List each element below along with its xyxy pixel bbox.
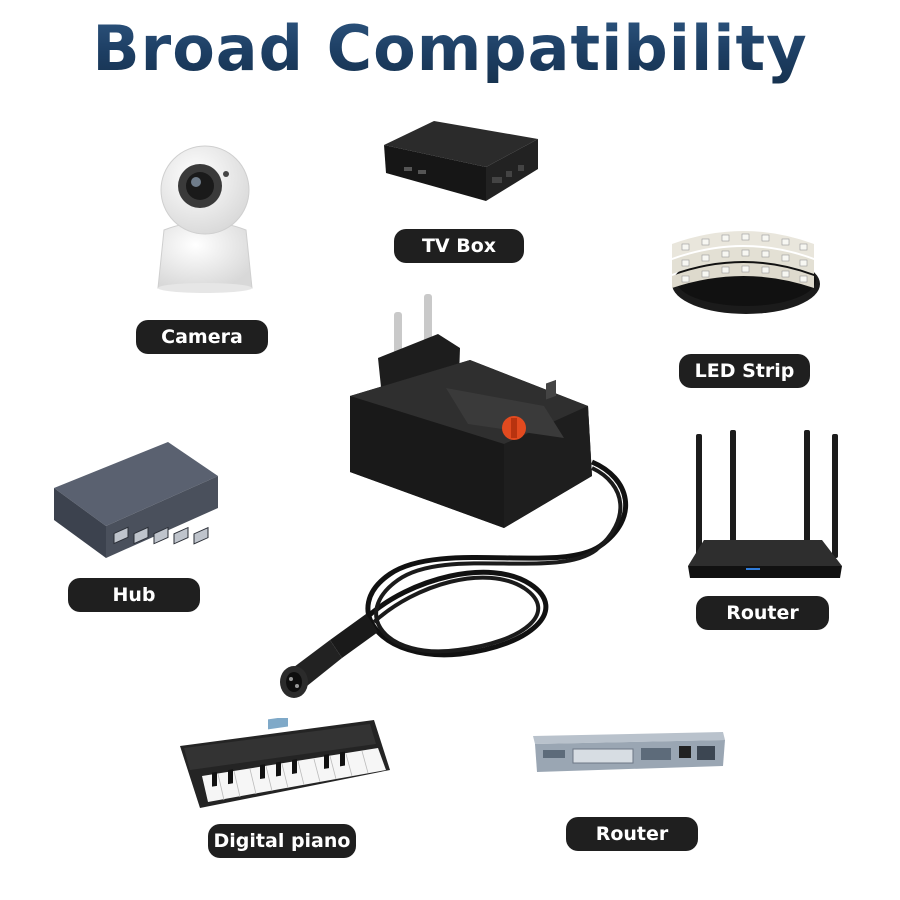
tv-box-label: TV Box (394, 229, 524, 263)
router-wifi-label: Router (696, 596, 829, 630)
wifi-router-icon (686, 428, 846, 584)
led-strip-icon (664, 220, 824, 320)
led-strip-label: LED Strip (679, 354, 810, 388)
hub-label: Hub (68, 578, 200, 612)
camera-label: Camera (136, 320, 268, 354)
network-hub-icon (50, 440, 220, 560)
tv-box-icon (374, 115, 544, 207)
rack-router-icon (533, 732, 725, 774)
router-rack-label: Router (566, 817, 698, 851)
power-adapter-icon (270, 288, 640, 712)
security-camera-icon (150, 142, 260, 294)
page-title: Broad Compatibility (0, 12, 900, 85)
digital-piano-label: Digital piano (208, 824, 356, 858)
keyboard-piano-icon (178, 718, 392, 812)
